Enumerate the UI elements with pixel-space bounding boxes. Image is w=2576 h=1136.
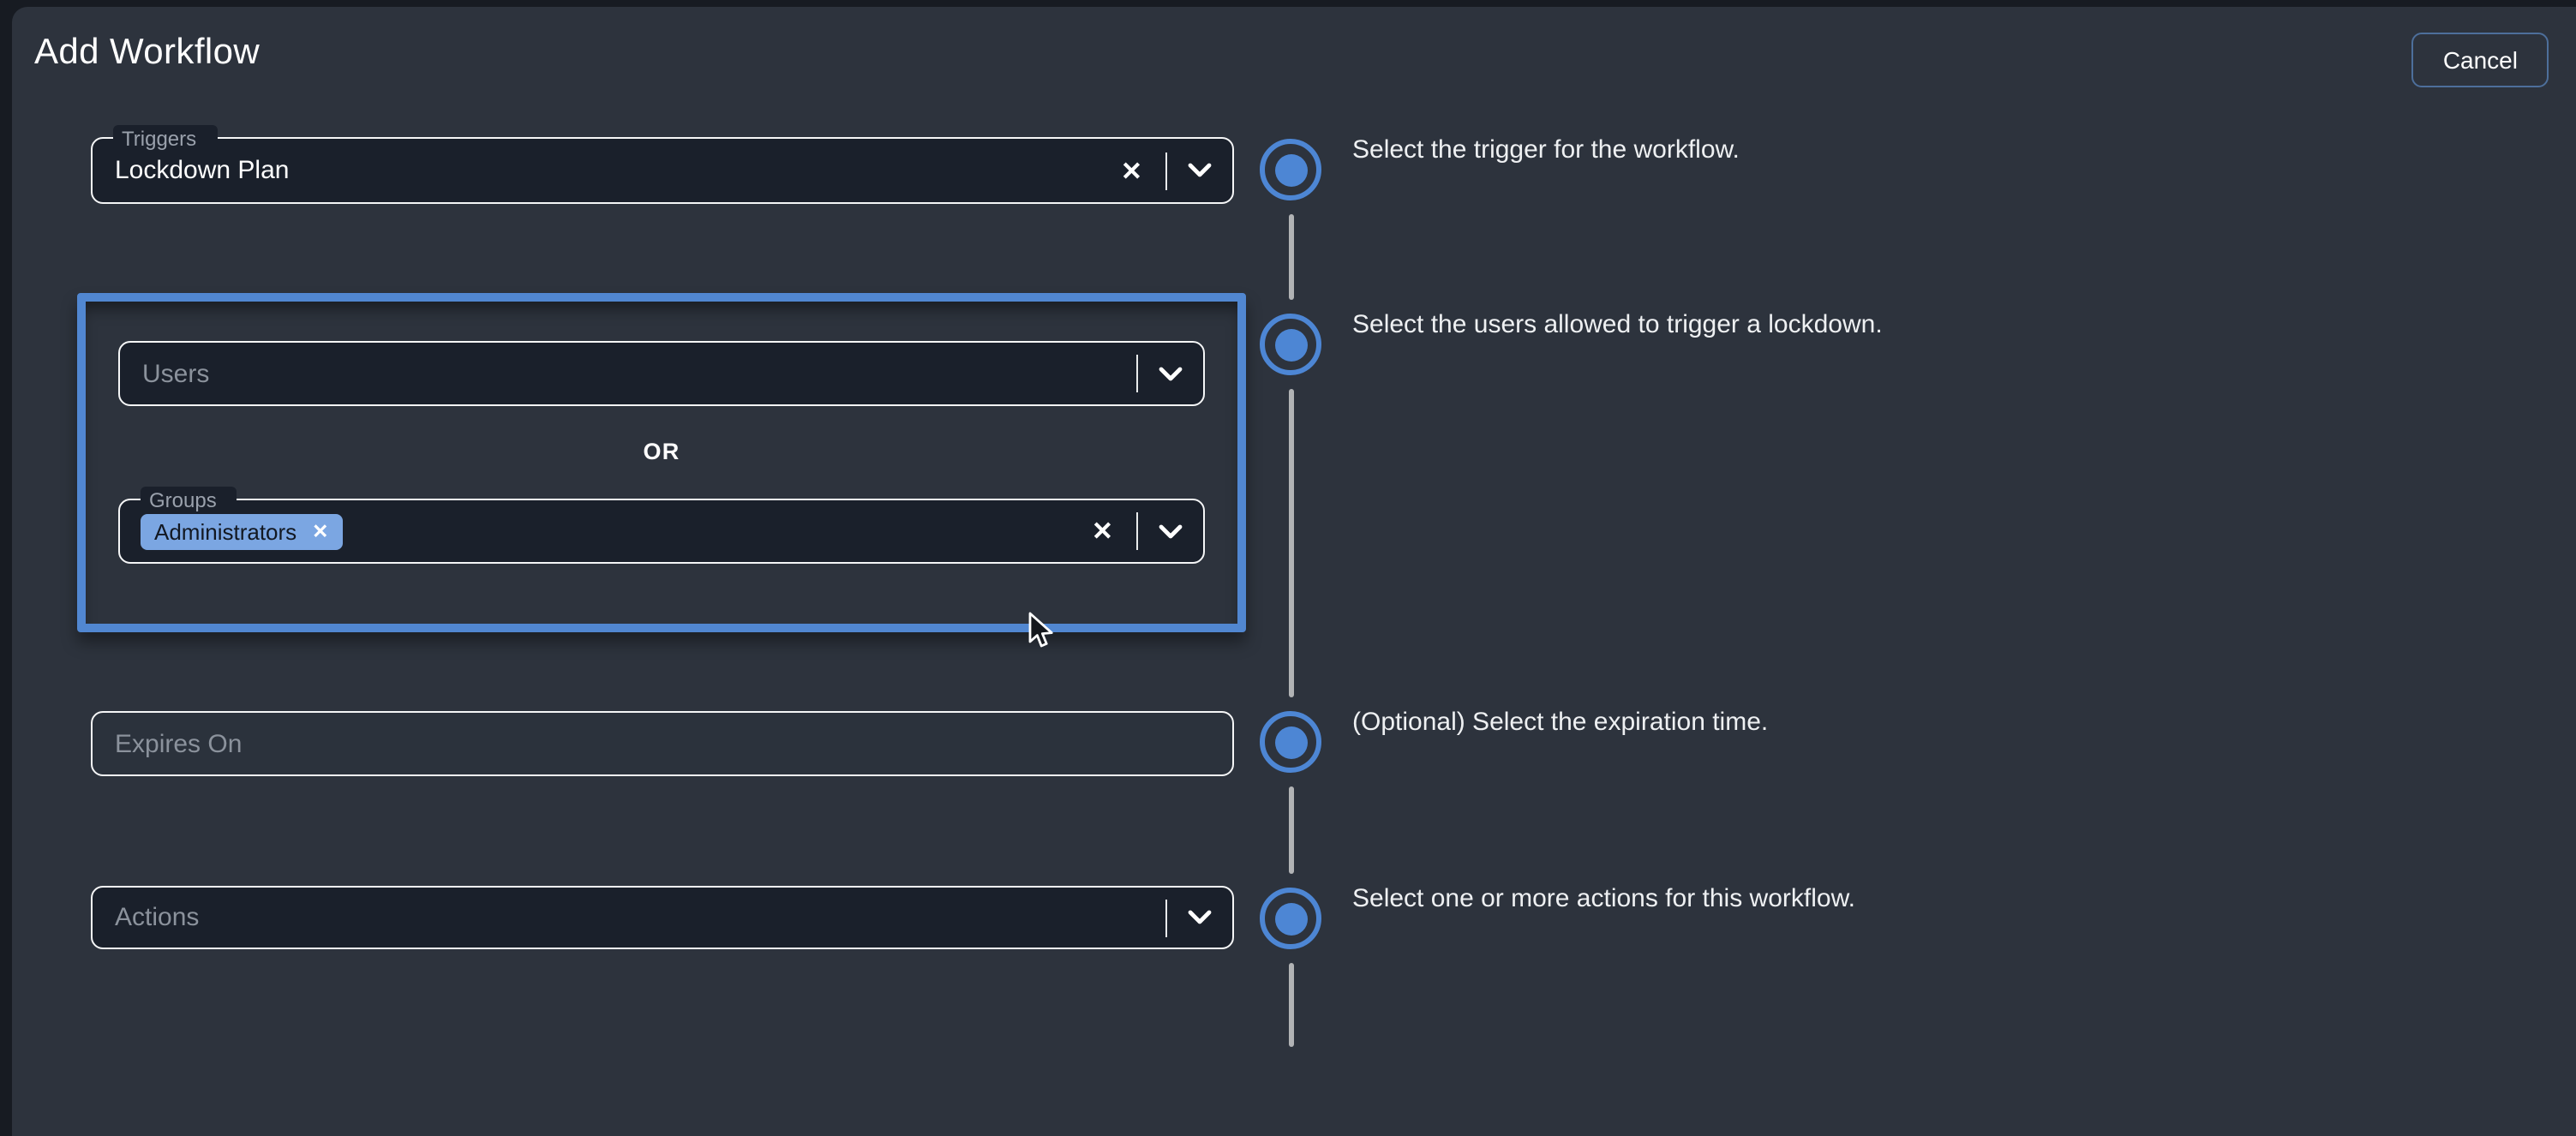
triggers-value: Lockdown Plan <box>115 156 290 185</box>
step-dot-4 <box>1260 888 1321 949</box>
or-label: OR <box>643 439 680 464</box>
expires-on-placeholder: Expires On <box>115 729 243 758</box>
triggers-clear-icon[interactable]: ✕ <box>1120 157 1142 186</box>
group-chip-label: Administrators <box>154 518 297 544</box>
groups-select[interactable]: Groups Administrators ✕ ✕ <box>118 486 1205 564</box>
actions-chevron-down-icon[interactable] <box>1188 910 1212 925</box>
actions-select[interactable]: Actions <box>91 886 1234 949</box>
step-connector-line <box>1288 963 1293 1047</box>
groups-divider <box>1135 512 1138 550</box>
step-description-3: (Optional) Select the expiration time. <box>1352 708 1769 737</box>
step-connector-line <box>1288 214 1293 300</box>
cancel-button[interactable]: Cancel <box>2411 33 2549 87</box>
step-dot-1 <box>1260 139 1321 200</box>
actions-placeholder: Actions <box>115 903 200 932</box>
step-connector-line <box>1288 389 1293 697</box>
step-connector-line <box>1288 786 1293 874</box>
triggers-chevron-down-icon[interactable] <box>1188 163 1212 178</box>
triggers-select[interactable]: Triggers Lockdown Plan ✕ <box>91 124 1234 204</box>
mouse-cursor <box>1028 612 1053 648</box>
step-description-1: Select the trigger for the workflow. <box>1352 135 1740 164</box>
actions-divider <box>1165 899 1167 936</box>
triggers-divider <box>1165 152 1167 189</box>
expires-on-input[interactable]: Expires On <box>91 711 1234 776</box>
users-divider <box>1135 355 1138 392</box>
step-description-4: Select one or more actions for this work… <box>1352 884 1855 913</box>
step-description-2: Select the users allowed to trigger a lo… <box>1352 310 1883 339</box>
step-dot-2 <box>1260 314 1321 375</box>
groups-label: Groups <box>141 486 237 513</box>
users-placeholder: Users <box>142 359 210 388</box>
triggers-label: Triggers <box>113 124 218 152</box>
groups-clear-icon[interactable]: ✕ <box>1091 517 1113 547</box>
groups-chevron-down-icon[interactable] <box>1159 523 1183 539</box>
users-select[interactable]: Users <box>118 341 1205 406</box>
users-chevron-down-icon[interactable] <box>1159 366 1183 381</box>
page-title: Add Workflow <box>34 33 261 72</box>
chip-remove-icon[interactable]: ✕ <box>312 523 329 543</box>
users-groups-highlight-section <box>77 293 1246 632</box>
group-chip-administrators: Administrators ✕ <box>141 513 343 549</box>
step-dot-3 <box>1260 711 1321 773</box>
